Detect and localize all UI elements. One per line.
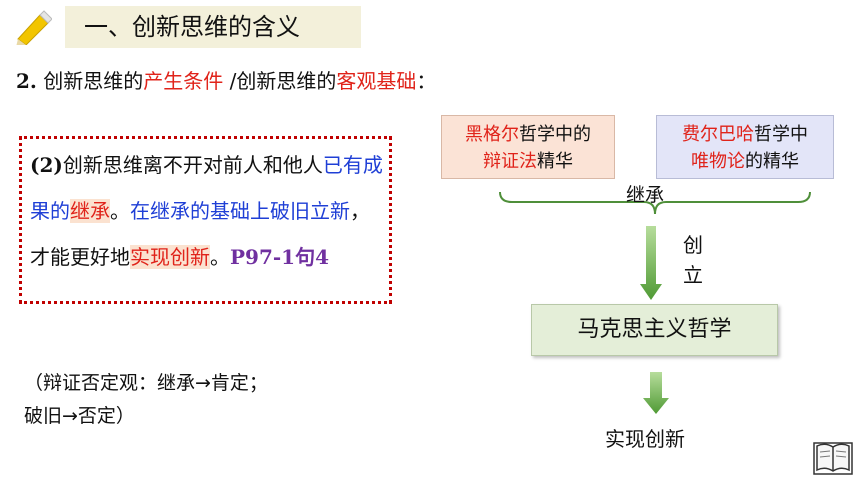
hegel-name: 黑格尔 xyxy=(465,124,519,145)
brace-connector xyxy=(499,191,811,215)
subtitle-part1: 创新思维的 xyxy=(36,69,144,93)
content-sentence-1: 创新思维离不开对前人和他人 xyxy=(62,153,323,177)
marxism-box: 马克思主义哲学 xyxy=(531,304,778,356)
feuerbach-materialism: 唯物论 xyxy=(691,151,745,172)
feuerbach-text-1: 哲学中 xyxy=(754,124,808,145)
content-period-2: 。 xyxy=(210,245,230,269)
page-title: 一、创新思维的含义 xyxy=(84,13,300,41)
note-line-2: 破旧→否定） xyxy=(24,405,135,427)
content-existing-results: 已有成果的 xyxy=(30,153,383,223)
subtitle-colon: ： xyxy=(416,69,437,93)
down-arrow-icon xyxy=(640,226,662,300)
hegel-text-1: 哲学中的 xyxy=(519,124,591,145)
book-icon[interactable] xyxy=(813,440,853,476)
create-label: 创 立 xyxy=(683,230,705,290)
down-arrow-icon xyxy=(643,372,669,414)
dialectics-note: （辩证否定观：继承→肯定； 破旧→否定） xyxy=(24,367,268,433)
subtitle-part3: /创新思维的 xyxy=(223,69,337,93)
section-subtitle: 2. 创新思维的产生条件 /创新思维的客观基础： xyxy=(16,66,436,96)
content-inherit-highlight: 继承 xyxy=(70,199,110,223)
note-line-1: （辩证否定观：继承→肯定； xyxy=(24,372,268,394)
hegel-box: 黑格尔哲学中的 辩证法精华 xyxy=(441,115,615,179)
hegel-text-2: 精华 xyxy=(537,151,573,172)
hegel-dialectics: 辩证法 xyxy=(483,151,537,172)
create-char-2: 立 xyxy=(683,263,703,287)
content-period-1: 。 xyxy=(110,199,130,223)
inherit-label: 继承 xyxy=(626,184,665,206)
create-char-1: 创 xyxy=(683,233,703,257)
feuerbach-box: 费尔巴哈哲学中 唯物论的精华 xyxy=(656,115,834,179)
feuerbach-name: 费尔巴哈 xyxy=(682,124,754,145)
subtitle-number: 2. xyxy=(16,69,37,93)
innovation-result: 实现创新 xyxy=(605,427,685,451)
content-innovate-highlight: 实现创新 xyxy=(130,245,210,269)
content-index: (2) xyxy=(30,153,63,177)
title-banner xyxy=(65,6,361,48)
content-break-old: 在继承的基础上破旧立新 xyxy=(130,199,350,223)
content-frame xyxy=(19,136,392,304)
content-sentence-2: ，才能更好地 xyxy=(30,199,370,269)
content-page-ref: P97-1句4 xyxy=(230,245,330,269)
subtitle-condition: 产生条件 xyxy=(143,69,224,93)
feuerbach-text-2: 的精华 xyxy=(745,151,799,172)
pencil-icon xyxy=(16,10,52,45)
content-text: (2)创新思维离不开对前人和他人已有成果的继承。在继承的基础上破旧立新，才能更好… xyxy=(30,142,386,280)
subtitle-basis: 客观基础 xyxy=(336,69,417,93)
